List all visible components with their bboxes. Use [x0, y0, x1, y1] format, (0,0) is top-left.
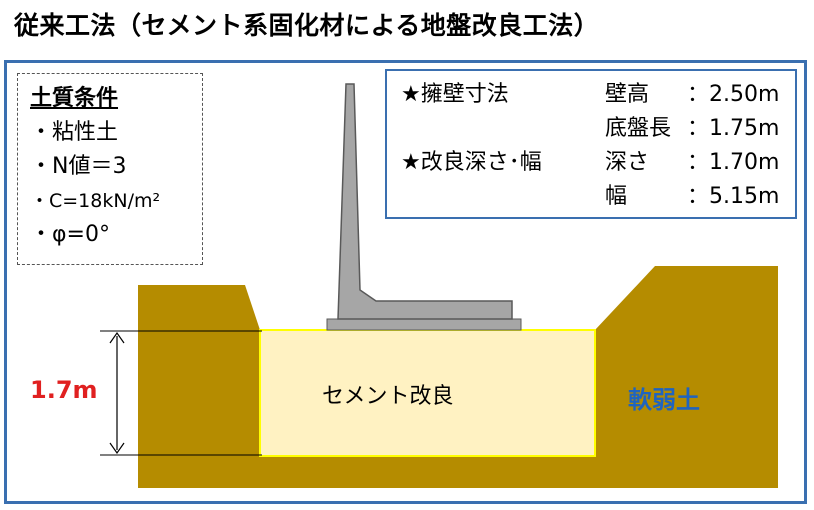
wall-height-value: ：2.50m	[687, 82, 780, 107]
soil-condition-item: ・N値＝3	[30, 154, 127, 179]
depth-label: 深さ	[605, 150, 650, 175]
cement-improvement-label: セメント改良	[322, 384, 454, 409]
wall-dimensions-heading: ★擁壁寸法	[401, 82, 509, 107]
wall-base-slab	[326, 318, 522, 331]
width-label: 幅	[605, 184, 628, 209]
page-title: 従来工法（セメント系固化材による地盤改良工法）	[14, 11, 600, 40]
dimension-arrowhead-bottom	[109, 442, 125, 455]
soil-condition-item: ・粘性土	[30, 120, 119, 145]
soil-condition-item: ・φ=0°	[30, 222, 110, 247]
soil-condition-item: ・C=18kN/m²	[30, 190, 161, 212]
depth-dimension-label: 1.7m	[30, 376, 98, 404]
improvement-heading: ★改良深さ･幅	[401, 150, 542, 175]
dimension-arrowhead-top	[109, 331, 125, 344]
specifications-box: ★擁壁寸法 壁高 ：2.50m 底盤長 ：1.75m ★改良深さ･幅 深さ ：1…	[385, 69, 797, 219]
wall-height-label: 壁高	[605, 82, 650, 107]
soil-conditions-box: 土質条件 ・粘性土 ・N値＝3 ・C=18kN/m² ・φ=0°	[17, 73, 203, 265]
soil-conditions-heading: 土質条件	[30, 86, 119, 111]
base-length-label: 底盤長	[605, 116, 672, 141]
width-value: ：5.15m	[687, 184, 780, 209]
soft-soil-label: 軟弱土	[628, 386, 700, 414]
retaining-wall-stem	[337, 83, 513, 320]
base-length-value: ：1.75m	[687, 116, 780, 141]
depth-value: ：1.70m	[687, 150, 780, 175]
